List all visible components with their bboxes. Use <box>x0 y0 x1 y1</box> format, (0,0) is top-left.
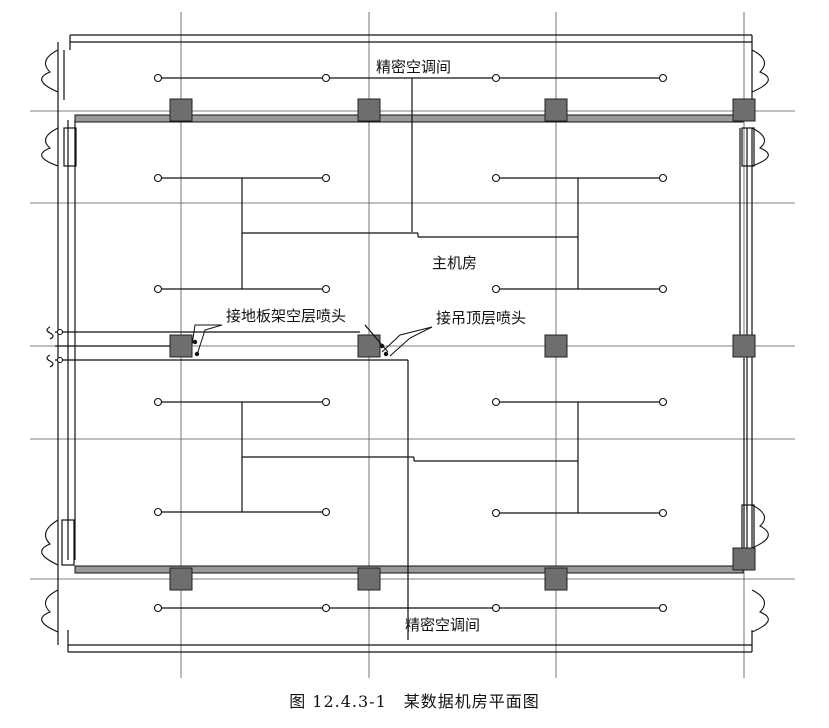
structural-columns <box>169 98 756 591</box>
building-walls <box>57 34 755 653</box>
leader-lines <box>191 324 433 357</box>
sprinkler-heads <box>56 73 668 613</box>
label-ac-room-top: 精密空调间 <box>376 58 451 76</box>
figure-caption: 图 12.4.3-1 某数据机房平面图 <box>289 692 540 711</box>
label-main-room: 主机房 <box>432 254 477 272</box>
pipe-network <box>46 77 663 640</box>
data-center-floor-plan: 精密空调间 主机房 接地板架空层喷头 接吊顶层喷头 精密空调间 <box>30 12 795 678</box>
column-sprinklers <box>192 339 389 357</box>
label-ac-room-bottom: 精密空调间 <box>405 616 480 634</box>
label-ceiling-sprinkler: 接吊顶层喷头 <box>436 309 526 327</box>
label-floor-sprinkler: 接地板架空层喷头 <box>226 307 346 325</box>
door-swings <box>41 49 769 633</box>
